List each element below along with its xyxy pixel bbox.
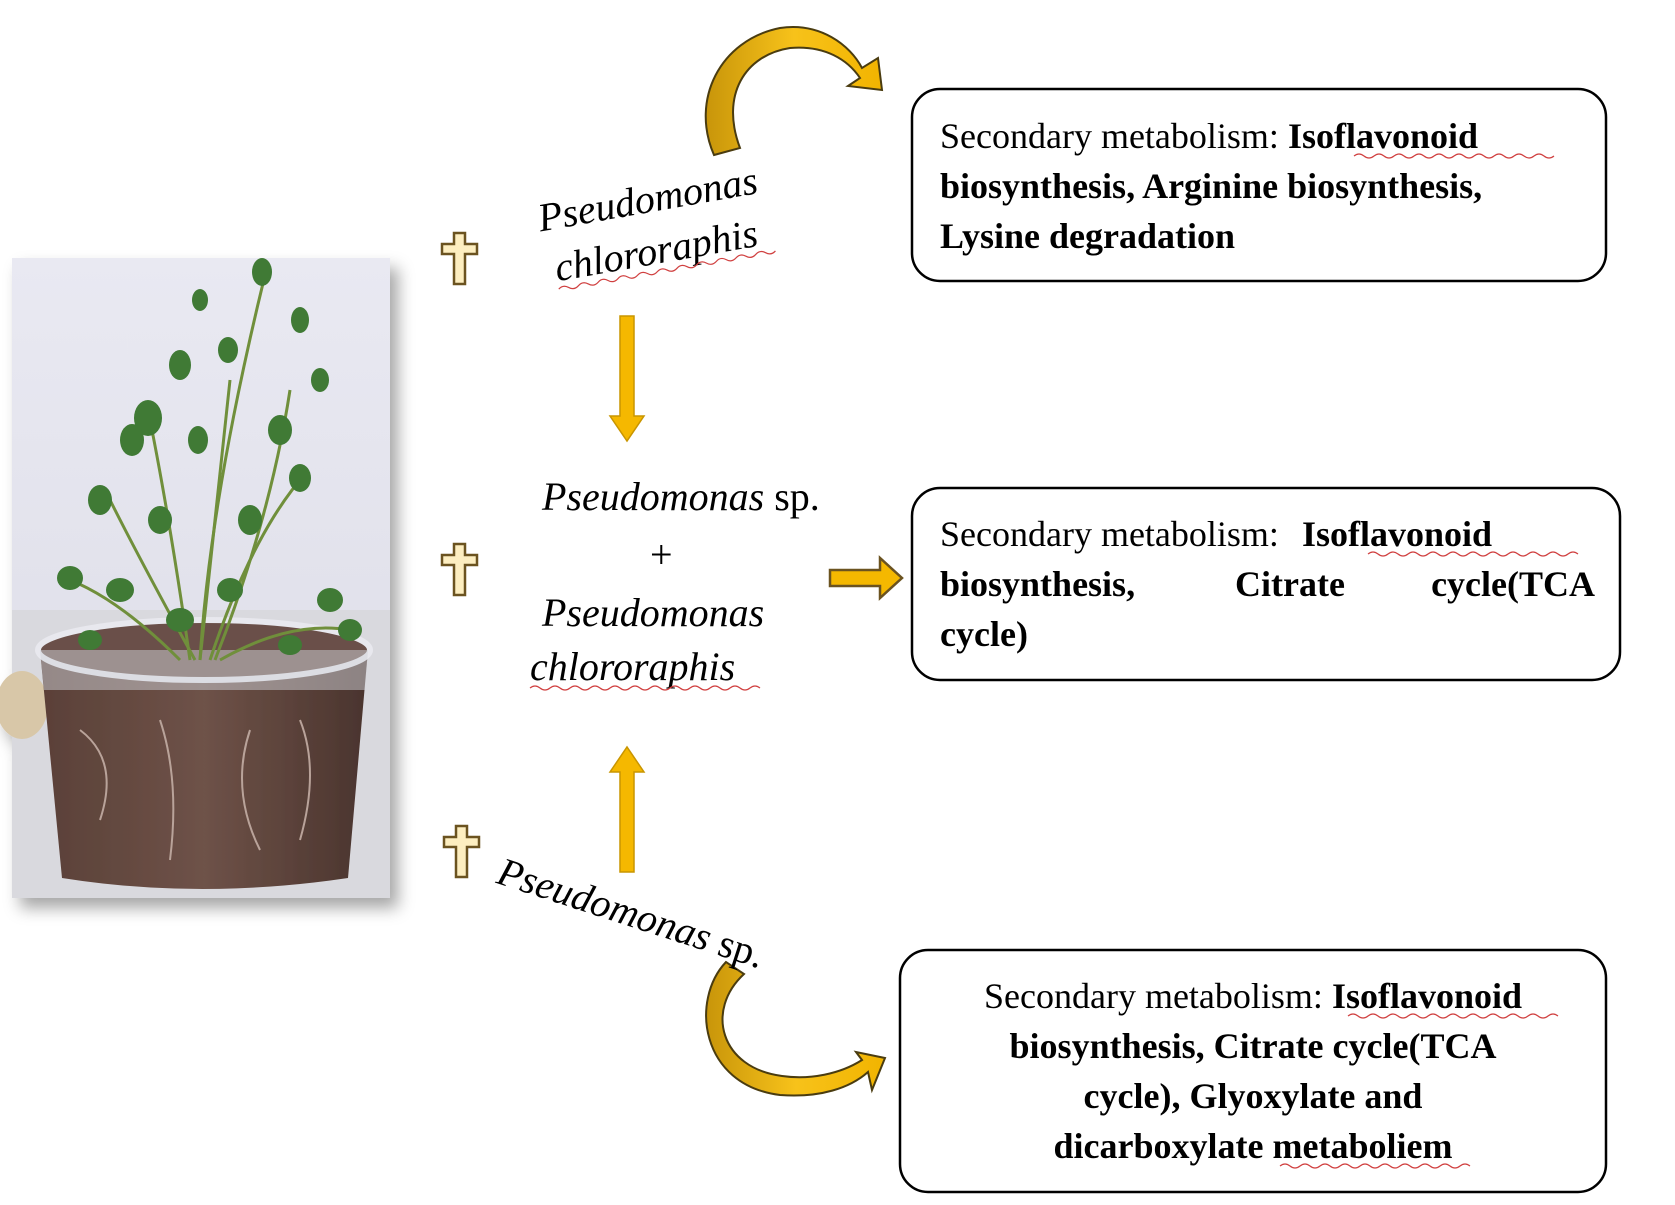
up-arrow-icon xyxy=(608,745,646,873)
plant-photo xyxy=(0,258,390,898)
treatment-middle-line3: chlororaphis xyxy=(530,644,735,689)
plus-icon xyxy=(440,542,479,597)
result-box-bottom-line3: cycle), Glyoxylate and xyxy=(1084,1076,1423,1116)
result-box-bottom-line2: biosynthesis, Citrate cycle(TCA xyxy=(1010,1026,1497,1066)
result-box-middle-line2a: biosynthesis, xyxy=(940,564,1135,604)
right-arrow-icon xyxy=(828,555,904,601)
down-arrow-icon xyxy=(608,315,646,443)
result-box-bottom-line1: Secondary metabolism: Isoflavonoid xyxy=(984,976,1522,1016)
result-box-top-line3: Lysine degradation xyxy=(940,216,1235,256)
treatment-middle-line2: Pseudomonas xyxy=(541,590,764,635)
treatment-middle-plus: + xyxy=(650,532,673,577)
plus-icon xyxy=(440,231,479,286)
treatment-middle-label: Pseudomonas sp. + Pseudomonas chlororaph… xyxy=(529,474,820,691)
curved-arrow-icon xyxy=(704,26,884,157)
plus-icon xyxy=(442,824,481,879)
result-box-bottom-line4: dicarboxylate metaboliem xyxy=(1054,1126,1453,1166)
result-box-top-line1: Secondary metabolism: Isoflavonoid xyxy=(940,116,1478,156)
result-box-middle-line1: Secondary metabolism: Isoflavonoid xyxy=(940,514,1492,554)
result-box-middle-line2b: Citrate xyxy=(1235,564,1345,604)
result-box-top-line2: biosynthesis, Arginine biosynthesis, xyxy=(940,166,1482,206)
result-box-middle: Secondary metabolism: Isoflavonoid biosy… xyxy=(910,486,1622,682)
result-box-middle-line2c: cycle(TCA xyxy=(1431,564,1595,604)
result-box-middle-line3: cycle) xyxy=(940,614,1028,654)
curved-arrow-icon xyxy=(705,960,887,1097)
result-box-top: Secondary metabolism: Isoflavonoid biosy… xyxy=(910,87,1608,283)
treatment-middle-line1: Pseudomonas sp. xyxy=(541,474,820,519)
treatment-top-label: Pseudomonas chlororaphis xyxy=(533,157,776,290)
result-box-bottom: Secondary metabolism: Isoflavonoid biosy… xyxy=(898,948,1608,1194)
